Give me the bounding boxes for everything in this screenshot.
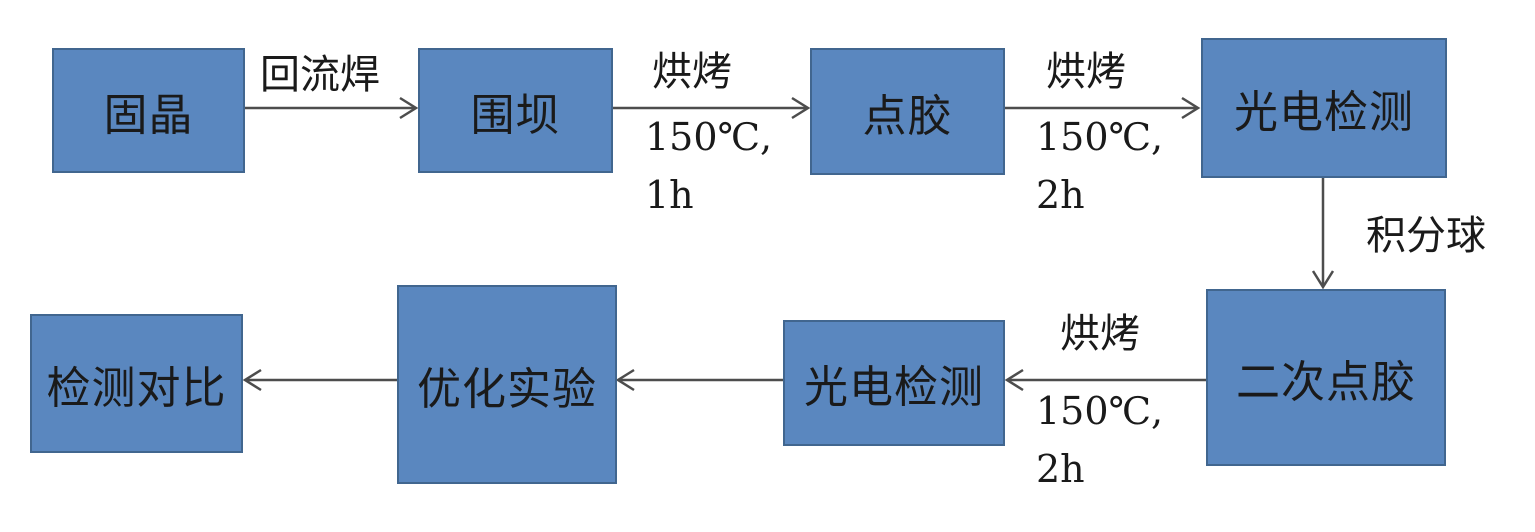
edge-time-bake-1: 1h xyxy=(645,173,694,217)
node-dispensing: 点胶 xyxy=(810,48,1005,175)
node-secondary-dispensing: 二次点胶 xyxy=(1206,289,1446,466)
edge-time-bake-2: 2h xyxy=(1036,173,1085,217)
node-die-bonding: 固晶 xyxy=(52,48,245,173)
node-dam: 围坝 xyxy=(418,48,613,173)
edge-label-bake-2: 烘烤 xyxy=(1046,49,1126,95)
node-photoelectric-test-1: 光电检测 xyxy=(1201,38,1447,178)
edge-label-bake-1: 烘烤 xyxy=(652,49,732,95)
edge-label-bake-3: 烘烤 xyxy=(1060,311,1140,357)
node-test-comparison: 检测对比 xyxy=(30,314,243,453)
edge-temp-bake-3: 150℃, xyxy=(1036,389,1164,433)
edge-label-reflow: 回流焊 xyxy=(260,52,380,98)
edge-temp-bake-1: 150℃, xyxy=(645,115,773,159)
node-photoelectric-test-2: 光电检测 xyxy=(783,320,1005,446)
edge-time-bake-3: 2h xyxy=(1036,447,1085,491)
node-optimization-experiment: 优化实验 xyxy=(397,285,617,484)
edge-temp-bake-2: 150℃, xyxy=(1036,115,1164,159)
edge-label-integrating-sphere: 积分球 xyxy=(1366,213,1486,259)
